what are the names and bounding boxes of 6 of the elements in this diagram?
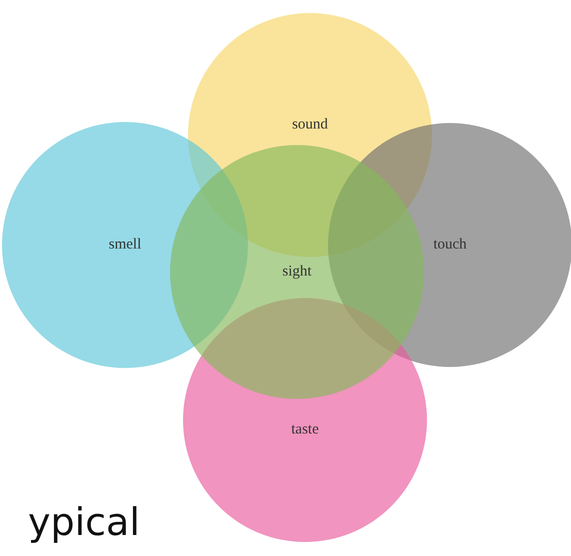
circle-label: sight xyxy=(282,264,312,280)
circle-label: touch xyxy=(433,236,467,254)
circle-label: taste xyxy=(291,422,319,438)
circle-label: sound xyxy=(292,116,328,134)
cut-off-text: ypical xyxy=(28,500,140,544)
circle-label: smell xyxy=(108,236,142,254)
